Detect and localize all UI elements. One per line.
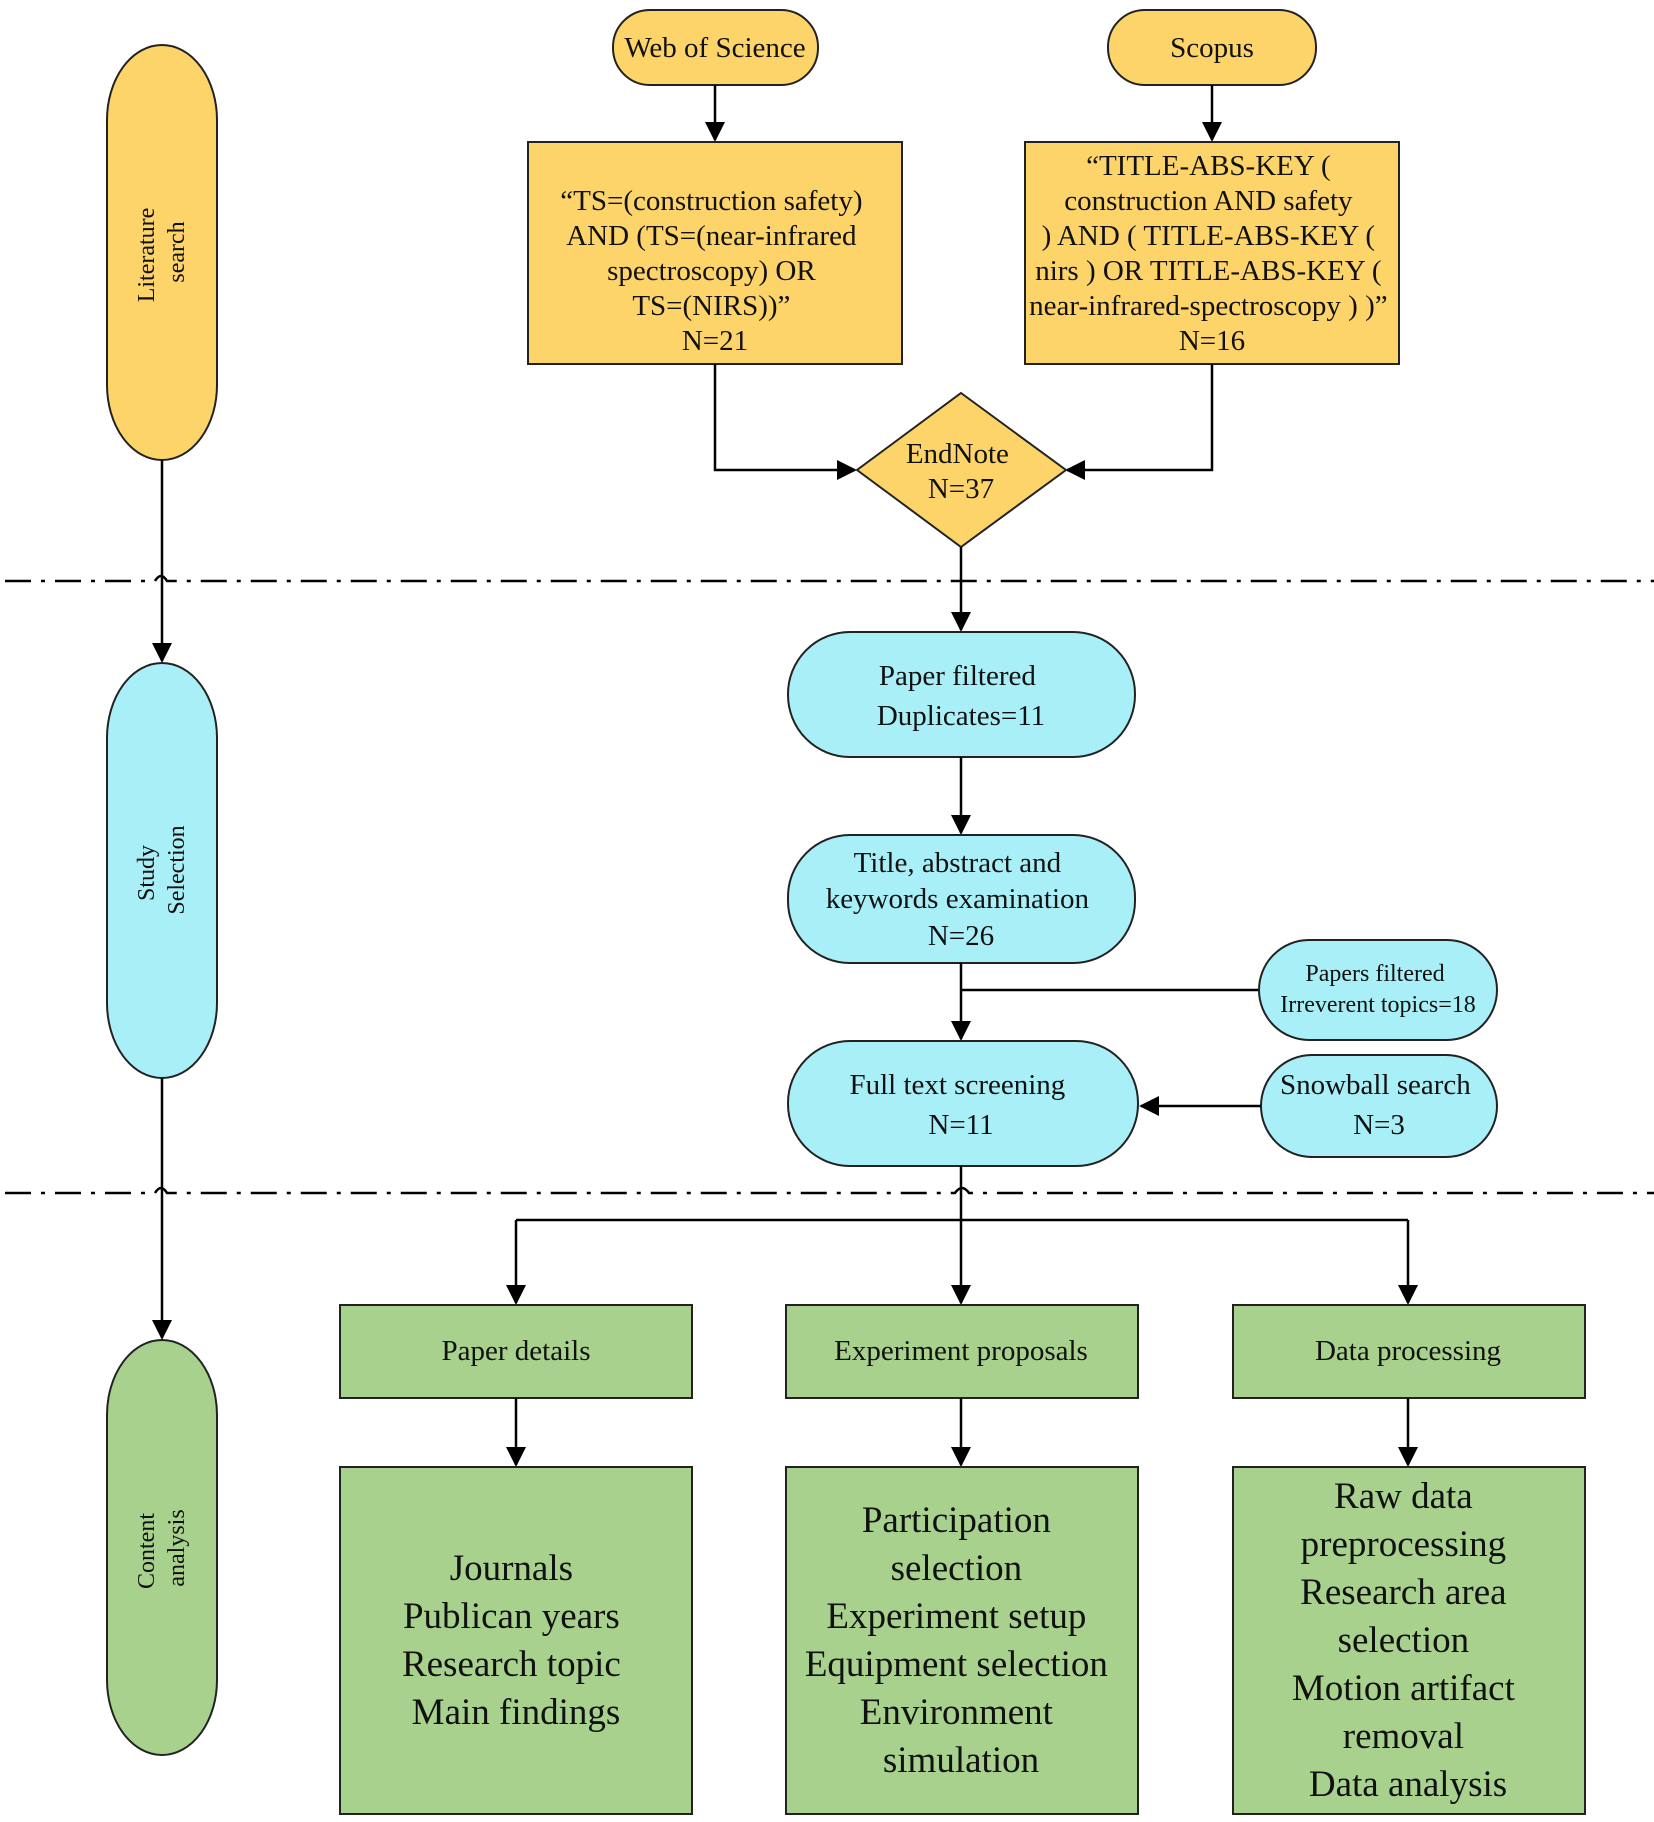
details-paper-text: Journals Publican years Research topic M…: [402, 1548, 630, 1733]
phase-separator-1: [5, 574, 1654, 583]
category-paper-details: [339, 1304, 693, 1399]
phase-study-selection-label: Study Selection: [134, 825, 190, 914]
arrow-scopus-to-endnote: [1065, 364, 1214, 480]
paper-filtered-text: Paper filtered Duplicates=11: [877, 660, 1045, 732]
details-experiment: [785, 1466, 1139, 1815]
papers-filtered-irrelevant: [1258, 939, 1498, 1041]
query-web-of-science-text: “TS=(construction safety) AND (TS=(near-…: [560, 185, 869, 357]
full-text-screening: [787, 1040, 1139, 1167]
phase-content-analysis-label: Content analysis: [134, 1507, 190, 1589]
endnote-diamond: [855, 391, 1068, 549]
snowball-search-text: Snowball search N=3: [1280, 1069, 1478, 1141]
category-data-processing: [1232, 1304, 1586, 1399]
endnote-label: EndNote N=37: [906, 438, 1016, 505]
phase-content-analysis: [106, 1339, 218, 1756]
query-scopus: [1024, 141, 1400, 365]
category-data-processing-label: Data processing: [1315, 1335, 1501, 1367]
details-data-processing-text: Raw data preprocessing Research area sel…: [1292, 1476, 1524, 1805]
category-paper-details-label: Paper details: [442, 1335, 591, 1367]
query-scopus-text: “TITLE-ABS-KEY ( construction AND safety…: [1029, 150, 1395, 357]
paper-filtered: [787, 631, 1136, 758]
source-scopus-label: Scopus: [1170, 32, 1254, 64]
phase-study-selection: [106, 662, 218, 1079]
details-paper: [339, 1466, 693, 1815]
phase-literature-search: [106, 44, 218, 461]
phase-separator-2: [5, 1186, 1654, 1195]
title-abstract-examination-text: Title, abstract and keywords examination…: [826, 847, 1097, 952]
details-data-processing: [1232, 1466, 1586, 1815]
papers-filtered-irrelevant-text: Papers filtered Irreverent topics=18: [1280, 961, 1475, 1018]
phase-literature-search-label: Literature search: [134, 202, 190, 303]
full-text-screening-text: Full text screening N=11: [849, 1069, 1072, 1141]
source-web-of-science-label: Web of Science: [624, 32, 805, 64]
details-experiment-text: Participation selection Experiment setup…: [805, 1500, 1117, 1781]
query-web-of-science: [527, 141, 903, 365]
category-experiment-proposals-label: Experiment proposals: [834, 1335, 1088, 1367]
category-experiment-proposals: [785, 1304, 1139, 1399]
arrow-wos-to-endnote: [713, 364, 857, 480]
